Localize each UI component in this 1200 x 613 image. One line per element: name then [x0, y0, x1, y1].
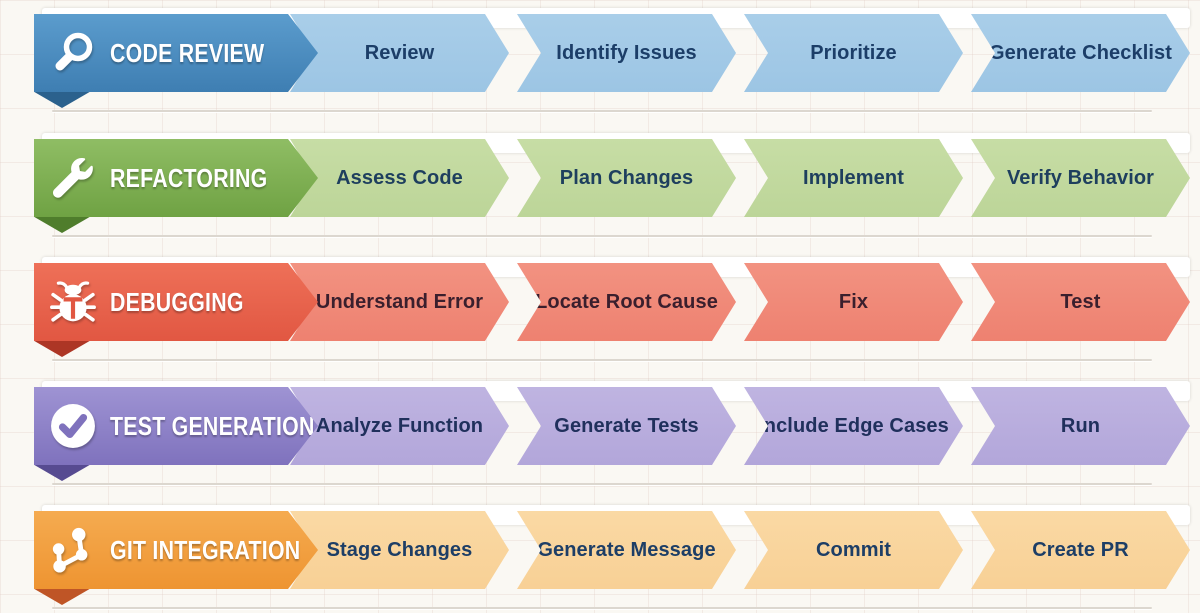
row-divider [52, 607, 1152, 609]
workflow-step: Prioritize [744, 14, 963, 92]
step-label: Stage Changes [326, 538, 473, 561]
workflow-row-debugging: Understand Error Locate Root Cause Fix T… [0, 257, 1200, 375]
row-divider [52, 359, 1152, 361]
row-header: REFACTORING [34, 139, 318, 217]
step-label: Generate Tests [554, 414, 699, 437]
step-label: Include Edge Cases [758, 414, 949, 437]
workflow-step: Locate Root Cause [517, 263, 736, 341]
row-header: TEST GENERATION [34, 387, 318, 465]
step-label: Review [364, 41, 435, 64]
row-header: GIT INTEGRATION [34, 511, 318, 589]
row-title: CODE REVIEW [110, 37, 265, 68]
steps-track: Analyze Function Generate Tests Include … [290, 387, 1190, 465]
workflow-step: Review [290, 14, 509, 92]
workflow-step: Verify Behavior [971, 139, 1190, 217]
workflow-step: Identify Issues [517, 14, 736, 92]
workflow-step: Stage Changes [290, 511, 509, 589]
workflow-step: Implement [744, 139, 963, 217]
workflow-step: Generate Tests [517, 387, 736, 465]
step-label: Fix [838, 290, 869, 313]
steps-track: Stage Changes Generate Message Commit Cr… [290, 511, 1190, 589]
step-label: Assess Code [336, 166, 463, 189]
wrench-icon [48, 152, 98, 204]
step-label: Identify Issues [556, 41, 697, 64]
workflow-step: Include Edge Cases [744, 387, 963, 465]
step-label: Commit [815, 538, 892, 561]
row-divider [52, 110, 1152, 112]
check-icon [48, 400, 98, 452]
workflow-step: Analyze Function [290, 387, 509, 465]
workflow-step: Plan Changes [517, 139, 736, 217]
row-title: GIT INTEGRATION [110, 534, 301, 565]
row-title: TEST GENERATION [110, 410, 315, 441]
step-label: Test [1060, 290, 1101, 313]
row-title: REFACTORING [110, 162, 268, 193]
step-label: Verify Behavior [1006, 166, 1155, 189]
step-label: Implement [803, 166, 904, 189]
workflow-step: Run [971, 387, 1190, 465]
step-label: Generate Message [537, 538, 716, 561]
workflow-row-refactoring: Assess Code Plan Changes Implement Verif… [0, 133, 1200, 251]
steps-track: Understand Error Locate Root Cause Fix T… [290, 263, 1190, 341]
step-label: Locate Root Cause [535, 290, 718, 313]
workflow-step: Test [971, 263, 1190, 341]
workflow-row-test-generation: Analyze Function Generate Tests Include … [0, 381, 1200, 499]
workflow-step: Assess Code [290, 139, 509, 217]
step-label: Analyze Function [315, 414, 484, 437]
workflow-step: Generate Message [517, 511, 736, 589]
row-divider [52, 235, 1152, 237]
step-label: Run [1060, 414, 1101, 437]
workflow-step: Fix [744, 263, 963, 341]
step-label: Plan Changes [559, 166, 694, 189]
workflow-step: Commit [744, 511, 963, 589]
workflow-row-git-integration: Stage Changes Generate Message Commit Cr… [0, 505, 1200, 613]
row-header: CODE REVIEW [34, 14, 318, 92]
steps-track: Review Identify Issues Prioritize Genera… [290, 14, 1190, 92]
row-header: DEBUGGING [34, 263, 318, 341]
row-divider [52, 483, 1152, 485]
row-title: DEBUGGING [110, 286, 244, 317]
step-label: Understand Error [315, 290, 484, 313]
steps-track: Assess Code Plan Changes Implement Verif… [290, 139, 1190, 217]
workflow-step: Generate Checklist [971, 14, 1190, 92]
step-label: Generate Checklist [989, 41, 1172, 64]
workflow-row-code-review: Review Identify Issues Prioritize Genera… [0, 8, 1200, 126]
magnifier-icon [48, 27, 98, 79]
workflow-step: Create PR [971, 511, 1190, 589]
step-label: Create PR [1032, 538, 1129, 561]
workflow-step: Understand Error [290, 263, 509, 341]
step-label: Prioritize [810, 41, 897, 64]
bug-icon [48, 276, 98, 328]
git-branch-icon [48, 524, 98, 576]
